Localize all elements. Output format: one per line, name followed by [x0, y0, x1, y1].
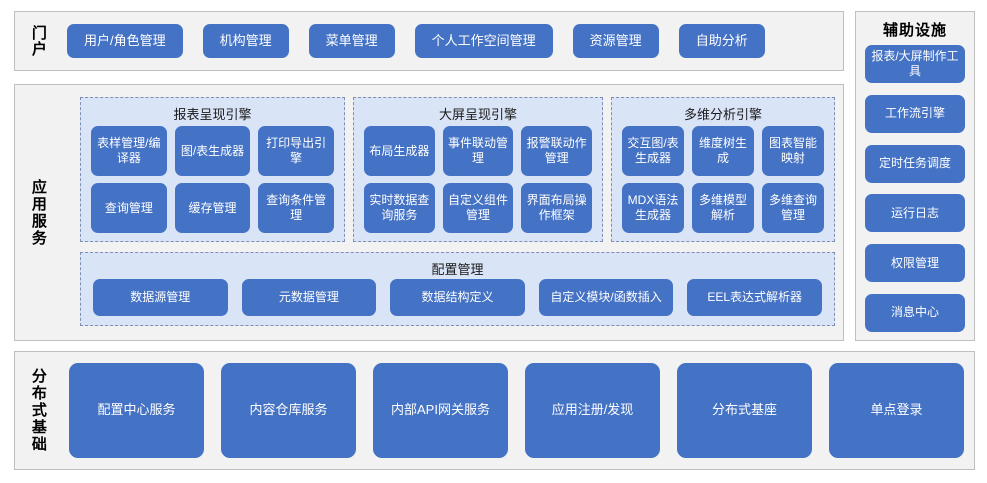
screen-item-ui-layout-operation-framework[interactable]: 界面布局操作框架 — [521, 183, 592, 233]
dist-item-distributed-base[interactable]: 分布式基座 — [677, 363, 812, 458]
distributed-base-label-text: 分布式基础 — [29, 368, 47, 453]
engine-title-olap: 多维分析引擎 — [683, 107, 762, 122]
dist-item-config-center-service[interactable]: 配置中心服务 — [69, 363, 204, 458]
aux-item-scheduled-task-scheduler[interactable]: 定时任务调度 — [865, 144, 965, 183]
aux-item-permission-management[interactable]: 权限管理 — [865, 244, 965, 283]
screen-item-realtime-data-query-service[interactable]: 实时数据查询服务 — [364, 183, 435, 233]
dist-item-app-registration-discovery[interactable]: 应用注册/发现 — [525, 363, 660, 458]
screen-item-event-linkage-management[interactable]: 事件联动管理 — [442, 126, 514, 176]
screen-item-alarm-linkage-action-management[interactable]: 报警联动作管理 — [521, 126, 592, 176]
olap-item-mdx-syntax-generator[interactable]: MDX语法生成器 — [622, 183, 684, 233]
portal-button-row: 用户/角色管理 机构管理 菜单管理 个人工作空间管理 资源管理 自助分析 — [67, 12, 837, 70]
config-item-metadata-management[interactable]: 元数据管理 — [241, 279, 377, 316]
engine-grid-report: 表样管理/编译器 图/表生成器 打印导出引擎 查询管理 缓存管理 查询条件管理 — [91, 126, 334, 233]
report-item-query-condition-management[interactable]: 查询条件管理 — [258, 183, 334, 233]
config-item-data-structure-definition[interactable]: 数据结构定义 — [390, 279, 525, 316]
engine-grid-olap: 交互图/表生成器 维度树生成 图表智能映射 MDX语法生成器 多维模型解析 多维… — [622, 126, 824, 233]
application-services-section: 应用服务 报表呈现引擎 表样管理/编译器 图/表生成器 打印导出引擎 查询管理 … — [14, 84, 844, 341]
olap-item-interactive-chart-table-generator[interactable]: 交互图/表生成器 — [622, 126, 684, 176]
aux-facilities-section: 辅助设施 报表/大屏制作工具 工作流引擎 定时任务调度 运行日志 权限管理 消息… — [855, 11, 975, 341]
olap-item-dimension-tree-generation[interactable]: 维度树生成 — [692, 126, 754, 176]
dist-item-single-sign-on[interactable]: 单点登录 — [829, 363, 964, 458]
portal-item-resource-management[interactable]: 资源管理 — [572, 24, 659, 58]
screen-item-layout-generator[interactable]: 布局生成器 — [364, 126, 435, 176]
aux-facilities-list: 报表/大屏制作工具 工作流引擎 定时任务调度 运行日志 权限管理 消息中心 — [865, 45, 965, 332]
engine-title-large-screen: 大屏呈现引擎 — [438, 107, 517, 122]
report-item-chart-table-generator[interactable]: 图/表生成器 — [174, 126, 251, 176]
portal-item-menu-management[interactable]: 菜单管理 — [308, 24, 395, 58]
engine-title-report: 报表呈现引擎 — [173, 107, 252, 122]
config-item-datasource-management[interactable]: 数据源管理 — [93, 279, 228, 316]
portal-item-self-service-analysis[interactable]: 自助分析 — [678, 24, 765, 58]
config-management-title: 配置管理 — [431, 262, 484, 277]
portal-item-personal-workspace-management[interactable]: 个人工作空间管理 — [414, 24, 553, 58]
olap-item-chart-smart-mapping[interactable]: 图表智能映射 — [762, 126, 824, 176]
engine-panel-large-screen: 大屏呈现引擎 布局生成器 事件联动管理 报警联动作管理 实时数据查询服务 自定义… — [353, 97, 603, 242]
olap-item-multidimensional-query-management[interactable]: 多维查询管理 — [762, 183, 824, 233]
dist-item-internal-api-gateway-service[interactable]: 内部API网关服务 — [373, 363, 508, 458]
aux-facilities-title: 辅助设施 — [882, 22, 947, 39]
engine-grid-large-screen: 布局生成器 事件联动管理 报警联动作管理 实时数据查询服务 自定义组件管理 界面… — [364, 126, 592, 233]
distributed-base-section: 分布式基础 配置中心服务 内容仓库服务 内部API网关服务 应用注册/发现 分布… — [14, 351, 975, 470]
engine-panel-olap: 多维分析引擎 交互图/表生成器 维度树生成 图表智能映射 MDX语法生成器 多维… — [611, 97, 835, 242]
distributed-base-row: 配置中心服务 内容仓库服务 内部API网关服务 应用注册/发现 分布式基座 单点… — [69, 363, 964, 458]
portal-section-label: 门户 — [15, 12, 61, 70]
report-item-print-export-engine[interactable]: 打印导出引擎 — [258, 126, 334, 176]
config-item-eel-expression-parser[interactable]: EEL表达式解析器 — [687, 279, 822, 316]
application-services-label-text: 应用服务 — [29, 178, 47, 247]
portal-item-user-role-management[interactable]: 用户/角色管理 — [67, 24, 183, 58]
portal-section-label-text: 门户 — [29, 25, 47, 57]
screen-item-custom-component-management[interactable]: 自定义组件管理 — [442, 183, 514, 233]
engine-panel-report: 报表呈现引擎 表样管理/编译器 图/表生成器 打印导出引擎 查询管理 缓存管理 … — [80, 97, 345, 242]
olap-item-multidimensional-model-parsing[interactable]: 多维模型解析 — [692, 183, 754, 233]
application-services-label: 应用服务 — [15, 85, 61, 340]
report-item-query-management[interactable]: 查询管理 — [91, 183, 167, 233]
portal-item-org-management[interactable]: 机构管理 — [202, 24, 289, 58]
config-management-row: 数据源管理 元数据管理 数据结构定义 自定义模块/函数插入 EEL表达式解析器 — [93, 279, 822, 316]
distributed-base-label: 分布式基础 — [15, 352, 61, 469]
config-item-custom-module-function-insert[interactable]: 自定义模块/函数插入 — [538, 279, 674, 316]
aux-item-runtime-log[interactable]: 运行日志 — [865, 194, 965, 233]
config-management-panel: 配置管理 数据源管理 元数据管理 数据结构定义 自定义模块/函数插入 EEL表达… — [80, 252, 835, 326]
portal-section: 门户 用户/角色管理 机构管理 菜单管理 个人工作空间管理 资源管理 自助分析 — [14, 11, 844, 71]
dist-item-content-repository-service[interactable]: 内容仓库服务 — [221, 363, 356, 458]
aux-item-message-center[interactable]: 消息中心 — [865, 293, 965, 332]
aux-item-workflow-engine[interactable]: 工作流引擎 — [865, 94, 965, 133]
aux-item-report-screen-authoring-tool[interactable]: 报表/大屏制作工具 — [865, 45, 965, 83]
report-item-template-management-compiler[interactable]: 表样管理/编译器 — [91, 126, 167, 176]
report-item-cache-management[interactable]: 缓存管理 — [174, 183, 251, 233]
